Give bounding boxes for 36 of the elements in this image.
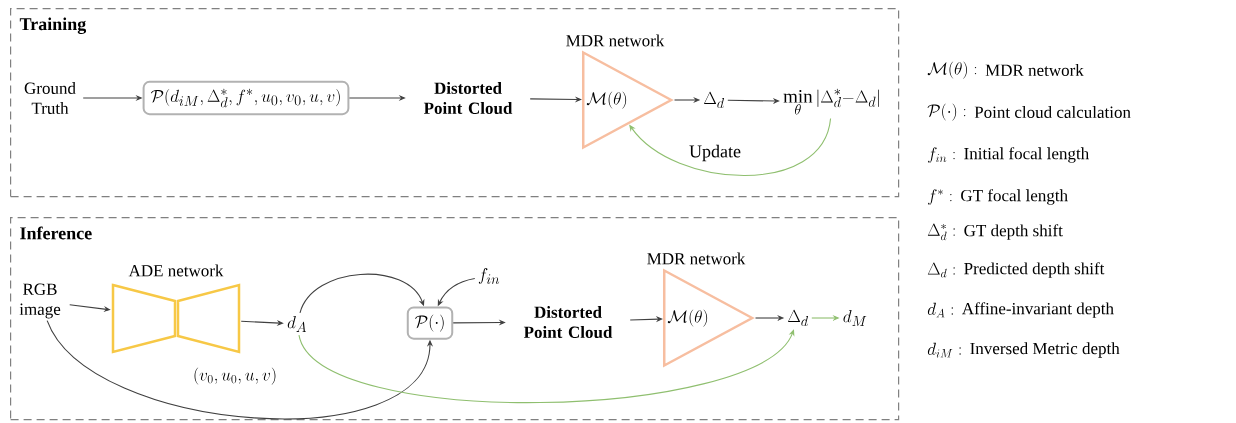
math-label: $f_{in}$ — [478, 268, 500, 284]
definition-text: Point cloud calculation — [974, 106, 1131, 118]
math-label: $d_M$ — [843, 310, 867, 326]
definition-text: GT focal length — [961, 189, 1068, 205]
math-label: $\Delta_d$ — [704, 91, 725, 109]
definition-text: Initial focal length — [964, 147, 1089, 163]
symbol: $\mathcal{P}(\cdot):$ — [927, 103, 966, 121]
edge-label: $(v_0,u_0,u,v)$ — [192, 366, 278, 386]
function-box: $\mathcal{P}(\cdot)$ — [406, 306, 454, 340]
arrow — [298, 329, 795, 404]
definition-text: Predicted depth shift — [964, 262, 1105, 278]
arrow — [629, 117, 832, 177]
definition-text: Affine-invariant depth — [962, 302, 1114, 318]
definition-text: MDR network — [985, 64, 1084, 76]
text-label: Distorted Point Cloud — [423, 82, 513, 114]
text-label: RGB image — [19, 283, 61, 319]
symbol: $\Delta_d:$ — [927, 262, 955, 278]
text-label: Ground Truth — [24, 82, 76, 114]
definition-text: GT depth shift — [964, 224, 1063, 240]
symbol: $d_A:$ — [927, 302, 953, 318]
symbol: $\Delta_d^*:$ — [927, 223, 955, 241]
math-label: $d_A$ — [287, 316, 307, 332]
symbol: $f^*:$ — [928, 189, 952, 205]
math-label: $\min_\theta|\Delta_d^*{-}\Delta_d|$ — [783, 88, 879, 115]
symbol: $f_{in}:$ — [928, 147, 955, 163]
definition-text: Inversed Metric depth — [970, 342, 1120, 358]
network-label: MDR network — [566, 34, 665, 47]
text-label: Distorted Point Cloud — [523, 306, 613, 338]
edge-label: Update — [688, 143, 742, 163]
network-label: ADE network — [128, 264, 224, 277]
symbol: $\mathcal{M}(\theta):$ — [927, 61, 977, 79]
function-box: $\mathcal{P}(d_{iM},\Delta_d^*,f^*,u_0,v_0,u,v)$ — [142, 80, 350, 116]
arrow — [299, 273, 425, 314]
math-label: $\Delta_d$ — [788, 309, 809, 327]
symbol: $d_{iM}:$ — [927, 342, 961, 358]
network-label: MDR network — [647, 252, 746, 265]
